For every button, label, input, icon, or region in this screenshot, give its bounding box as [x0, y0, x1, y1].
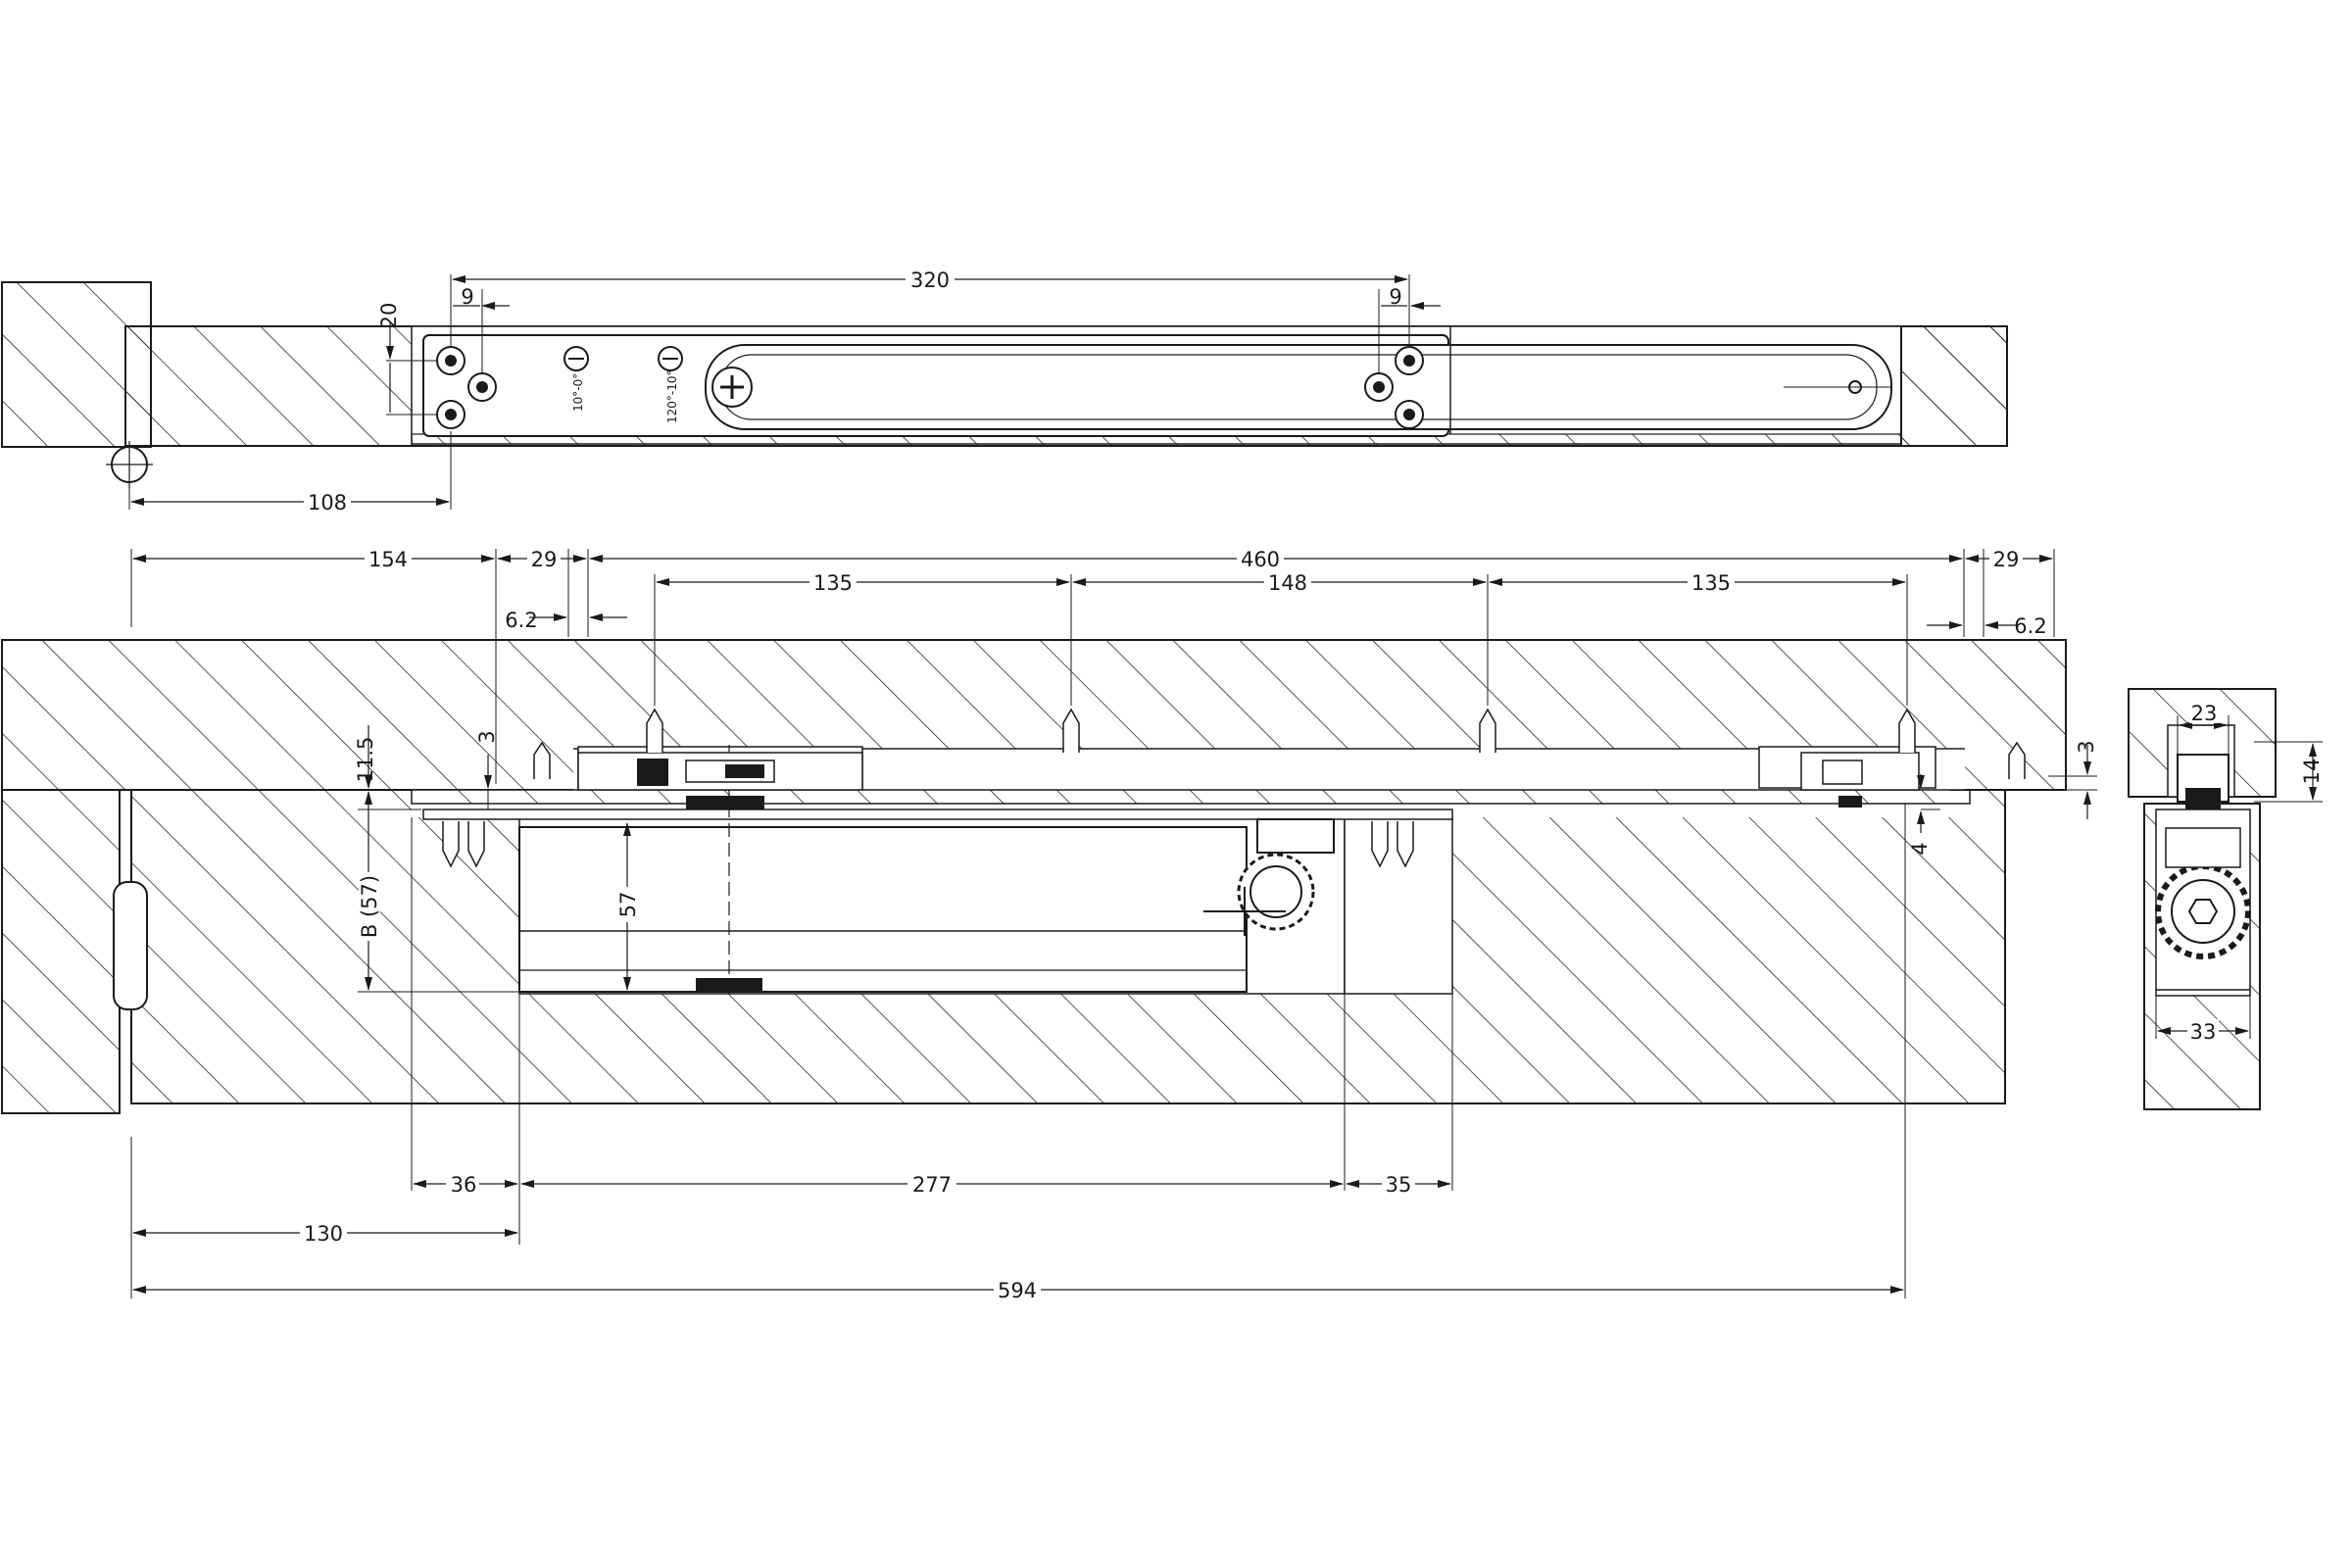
rail-section	[411, 789, 1971, 805]
dim-3-left: 3	[475, 730, 499, 743]
dim-9-left: 9	[461, 285, 473, 309]
dim-4: 4	[1908, 842, 1932, 855]
dim-29-right: 29	[1993, 548, 2020, 571]
dim-57: 57	[616, 892, 640, 918]
closer-body	[518, 826, 1248, 993]
dim-20: 20	[377, 303, 401, 329]
dim-11-5: 11.5	[354, 737, 377, 783]
valve-label: 120°-10°	[665, 369, 679, 423]
hinge-icon	[113, 881, 148, 1010]
pinion-gear-icon	[1203, 818, 1335, 936]
dim-35: 35	[1386, 1173, 1412, 1197]
dim-277: 277	[912, 1173, 952, 1197]
side-view: 23 14 33	[2128, 688, 2324, 1110]
closer-mounting-plate	[422, 808, 1453, 820]
dim-594: 594	[998, 1279, 1037, 1302]
front-view: 154 29 460 29 135 148 135 6.2 6.2	[1, 547, 2098, 1302]
dim-29-left: 29	[531, 548, 558, 571]
dim-135-left: 135	[813, 571, 853, 595]
frame-screws	[533, 708, 2026, 779]
dim-6-2-right: 6.2	[2014, 614, 2046, 638]
dim-side-23: 23	[2191, 702, 2218, 725]
dim-130: 130	[304, 1222, 343, 1246]
dim-135-right: 135	[1691, 571, 1731, 595]
screw-holes-right	[1364, 346, 1424, 429]
screw-holes-left	[436, 346, 497, 429]
slide-rail	[705, 344, 1892, 430]
adjustment-valves: 10°-0° 120°-10°	[564, 346, 683, 423]
dim-36: 36	[451, 1173, 477, 1197]
dim-B57: B (57)	[358, 875, 381, 938]
dim-6-2-left: 6.2	[505, 609, 537, 632]
dim-3-right: 3	[2075, 740, 2098, 753]
side-pinion-gear-icon	[2155, 863, 2251, 959]
dim-320: 320	[910, 269, 950, 292]
dim-side-33: 33	[2190, 1020, 2217, 1044]
dim-9-right: 9	[1389, 285, 1401, 309]
top-view: 10°-0° 120°-10° 320 9 9 20	[1, 267, 2008, 514]
dim-108: 108	[308, 491, 347, 514]
slide-block-left	[577, 752, 863, 791]
door-screws	[442, 821, 1414, 868]
dim-side-14: 14	[2300, 759, 2324, 785]
valve-label: 10°-0°	[571, 373, 585, 412]
dim-460: 460	[1241, 548, 1280, 571]
dim-148: 148	[1268, 571, 1307, 595]
dim-154: 154	[368, 548, 408, 571]
